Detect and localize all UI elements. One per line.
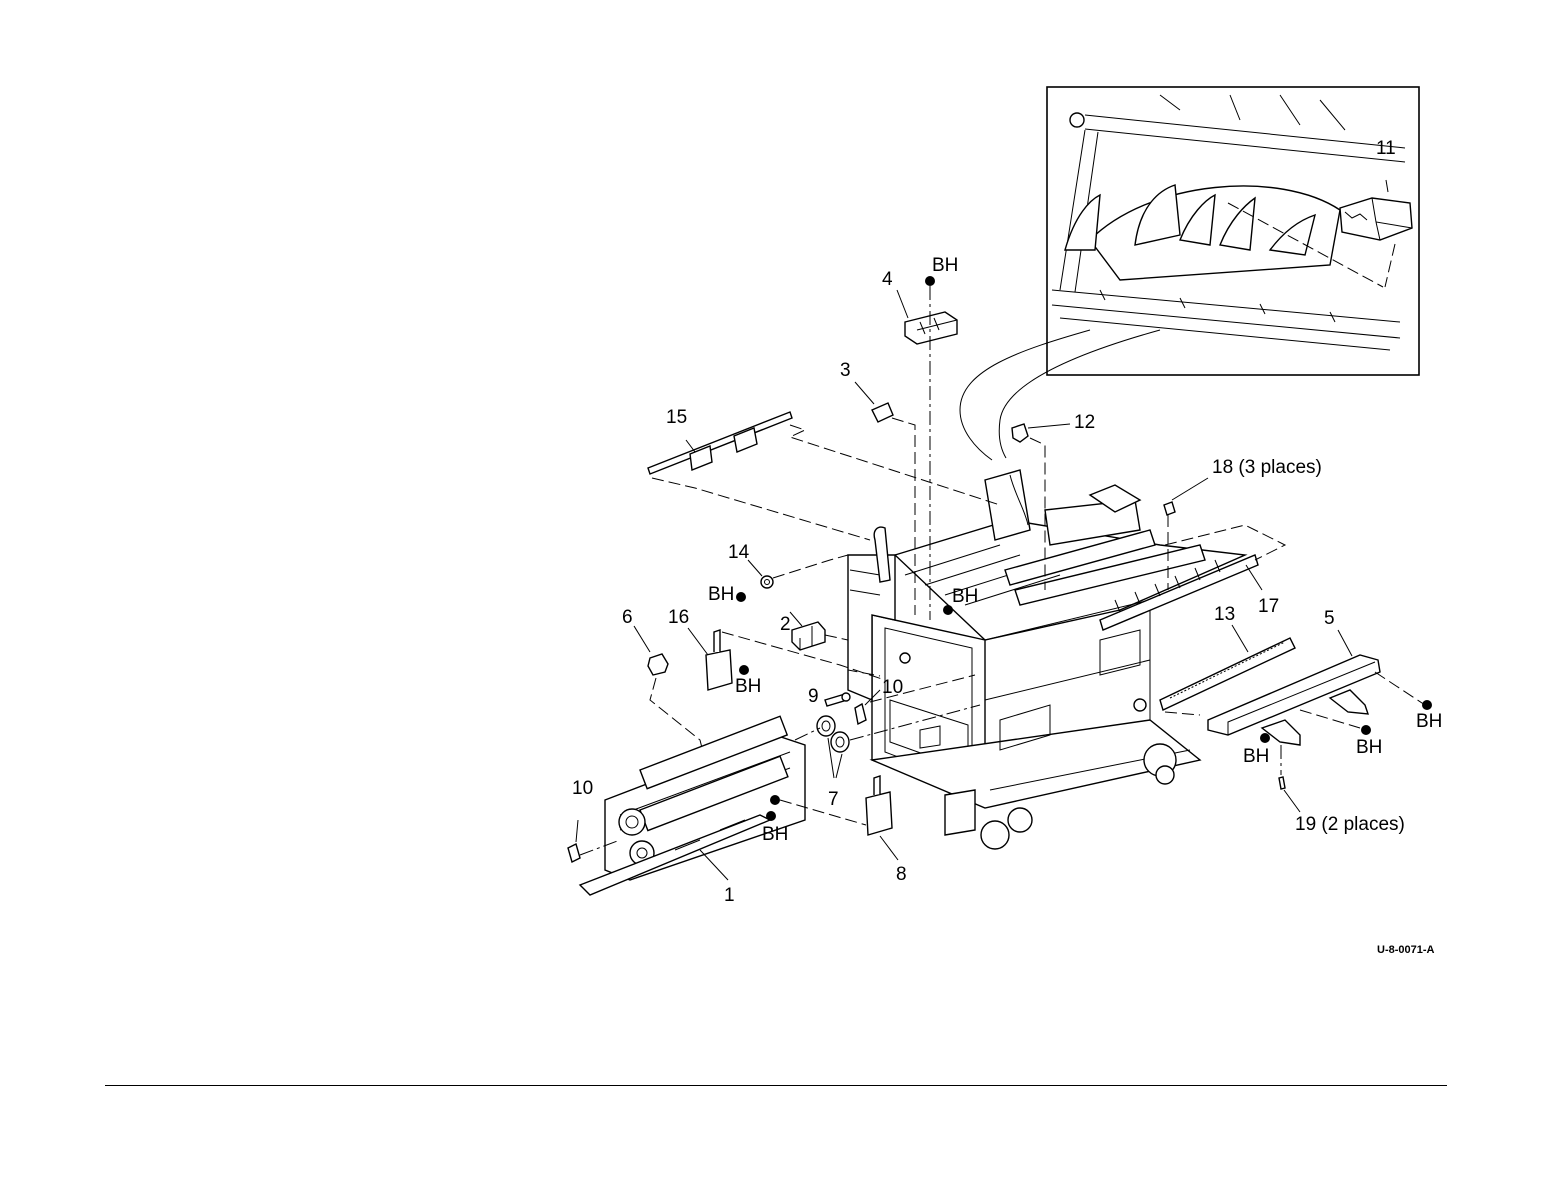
callout-4: 4: [882, 269, 893, 290]
part-18-clip: 18 (3 places): [1164, 457, 1322, 515]
bh-label-1: BH: [762, 824, 788, 845]
detail-inset: 11: [1047, 87, 1419, 375]
screw-bh-16: [739, 665, 749, 675]
callout-17: 17: [1258, 596, 1279, 617]
callout-16: 16: [668, 607, 689, 628]
screw-bh-1b: [766, 811, 776, 821]
bh-label-16: BH: [735, 676, 761, 697]
part-2-switch: 2: [780, 612, 825, 650]
part-10-spring-lower: 10: [568, 778, 593, 862]
callout-14: 14: [728, 542, 750, 563]
part-12-sensor: 12: [1012, 412, 1095, 442]
footer-rule: [105, 1085, 1447, 1086]
part-9-pin: 9: [808, 686, 850, 707]
callout-11: 11: [1376, 138, 1396, 159]
bh-label-14: BH: [708, 584, 734, 605]
part-7-gears: 7: [817, 716, 849, 810]
part-16-solenoid: 16: [668, 607, 732, 690]
callout-10-upper: 10: [882, 677, 903, 698]
part-6-cap: 6: [622, 607, 668, 675]
main-frame: [848, 470, 1245, 849]
callout-13: 13: [1214, 604, 1235, 625]
part-15-roller-shaft: 15: [648, 407, 792, 474]
part-4-bracket: 4: [882, 269, 957, 344]
bh-label-center: BH: [952, 586, 978, 607]
bh-label-5a: BH: [1416, 711, 1442, 732]
figure-code: U-8-0071-A: [1377, 944, 1435, 956]
part-14-bearing: 14: [728, 542, 773, 588]
callout-8: 8: [896, 864, 907, 885]
callout-19: 19 (2 places): [1295, 814, 1405, 835]
screw-bh-1a: [770, 795, 780, 805]
screw-bh-5c: [1260, 733, 1270, 743]
screw-bh-14: [736, 592, 746, 602]
callout-7: 7: [828, 789, 839, 810]
callout-12: 12: [1074, 412, 1095, 433]
part-19-pin: 19 (2 places): [1279, 745, 1405, 835]
callout-1: 1: [724, 885, 735, 906]
bh-label-5b: BH: [1356, 737, 1382, 758]
callout-15: 15: [666, 407, 687, 428]
screw-bh-5b: [1361, 725, 1371, 735]
bh-label-top: BH: [932, 255, 958, 276]
callout-18: 18 (3 places): [1212, 457, 1322, 478]
callout-10-lower: 10: [572, 778, 593, 799]
callout-5: 5: [1324, 608, 1335, 629]
bh-label-5c: BH: [1243, 746, 1269, 767]
part-8-solenoid: 8: [866, 776, 907, 885]
part-3-actuator: 3: [840, 360, 893, 422]
callout-9: 9: [808, 686, 819, 707]
callout-2: 2: [780, 614, 791, 635]
callout-6: 6: [622, 607, 633, 628]
screw-bh-top: [925, 276, 935, 286]
screw-bh-5a: [1422, 700, 1432, 710]
callout-3: 3: [840, 360, 851, 381]
